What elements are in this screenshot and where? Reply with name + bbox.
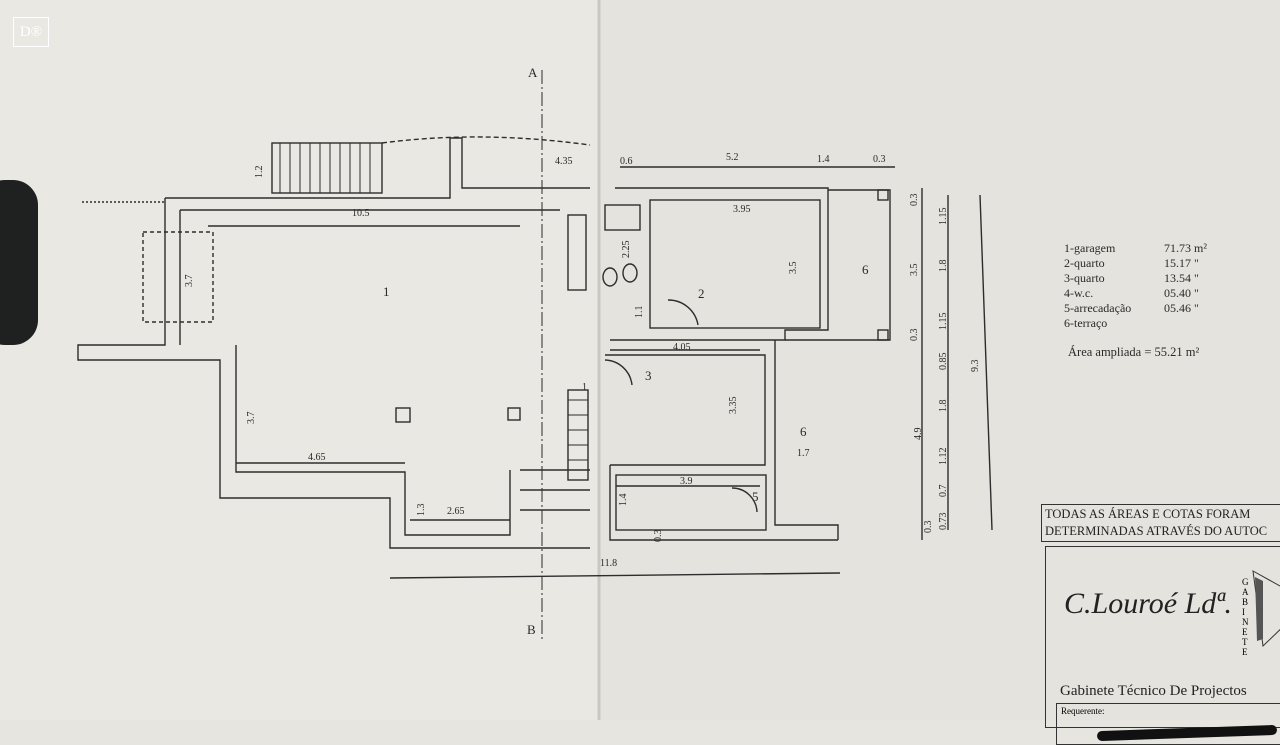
room-number: 6 [800, 424, 807, 439]
dim-label: 1.12 [938, 448, 949, 466]
dim-label: 10.5 [352, 208, 370, 219]
legend-area [1164, 316, 1224, 331]
dim-label: 1.4 [618, 494, 629, 507]
dim-label: 3.35 [728, 397, 739, 415]
legend-name: 6-terraço [1064, 316, 1108, 330]
dim-label: 0.85 [938, 353, 949, 371]
dim-label: 9.3 [970, 360, 981, 373]
dim-label: 3.95 [733, 204, 751, 215]
dim-label: 3.7 [246, 412, 257, 425]
company-name: C.Louroé Ldª. [1064, 587, 1233, 620]
dim-label: 2.25 [621, 241, 632, 259]
stamp-emblem [1252, 570, 1280, 648]
dim-label: 3.5 [788, 262, 799, 275]
room-number: 2 [698, 286, 705, 301]
area-legend: 1-garagem 71.73 m² 2-quarto 15.17 " 3-quar… [1064, 241, 1224, 360]
office-name: Gabinete Técnico De Projectos [1060, 683, 1247, 699]
note-line: TODAS AS ÁREAS E COTAS FORAM [1045, 507, 1251, 521]
dim-label: 0.6 [620, 156, 633, 167]
dim-label: 1.1 [634, 306, 645, 319]
legend-row: 4-w.c. 05.40 " [1064, 286, 1224, 301]
company-stamp: GABINETE [1242, 577, 1249, 657]
legend-name: 4-w.c. [1064, 286, 1094, 300]
dim-label: 1.3 [416, 504, 427, 517]
title-block: C.Louroé Ldª. GABINETE Gabinete Técnico … [1045, 546, 1280, 745]
legend-row: 3-quarto 13.54 " [1064, 271, 1224, 286]
right-page [600, 0, 1280, 720]
requester-label: Requerente: [1061, 706, 1105, 716]
dim-label: 3.7 [184, 275, 195, 288]
dim-label: 0.3 [873, 154, 886, 165]
dim-label: 4.35 [555, 156, 573, 167]
legend-name: 1-garagem [1064, 241, 1116, 255]
dim-label: 4.65 [308, 452, 326, 463]
dim-label: 1.8 [938, 260, 949, 273]
dim-label: 5.2 [726, 152, 739, 163]
dark-object [0, 180, 38, 345]
room-number: 5 [752, 489, 759, 504]
dim-label: 0.3 [909, 329, 920, 342]
legend-row: 2-quarto 15.17 " [1064, 256, 1224, 271]
dim-label: 11.8 [600, 558, 617, 569]
legend-row: 1-garagem 71.73 m² [1064, 241, 1224, 256]
legend-area: 05.46 " [1164, 301, 1199, 315]
watermark-logo: D® [13, 17, 49, 47]
dim-label: 0.3 [653, 530, 664, 543]
dim-label: 4.05 [673, 342, 691, 353]
room-number: 1 [582, 382, 587, 393]
dim-label: 1.15 [938, 313, 949, 331]
legend-name: 2-quarto [1064, 256, 1105, 270]
walls [77, 136, 993, 579]
legend-name: 5-arrecadação [1064, 301, 1132, 315]
floor-plan-drawing: A B 1.2 4.35 0.6 5.2 1.4 0.3 10.5 3.7 2.… [0, 0, 1280, 720]
dim-label: 0.3 [909, 194, 920, 207]
dim-label: 0.3 [923, 521, 934, 534]
dim-label: 1.8 [938, 400, 949, 413]
dim-label: 1.4 [817, 154, 830, 165]
dim-label: 0.7 [938, 485, 949, 498]
room-number: 1 [383, 284, 390, 299]
dim-label: 3.9 [680, 476, 693, 487]
section-marker-a: A [528, 65, 538, 80]
legend-row: 5-arrecadação 05.46 " [1064, 301, 1224, 316]
dim-label: 1.7 [797, 448, 810, 459]
dim-label: 1.15 [938, 208, 949, 226]
dim-label: 4.9 [913, 428, 924, 441]
legend-area: 05.40 " [1164, 286, 1199, 300]
legend-area: 71.73 m² [1164, 241, 1207, 255]
requester-box: Requerente: [1056, 703, 1280, 745]
dim-label: 3.5 [909, 264, 920, 277]
room-number: 3 [645, 368, 652, 383]
dim-label: 1.2 [254, 166, 265, 179]
section-marker-b: B [527, 622, 536, 637]
legend-name: 3-quarto [1064, 271, 1105, 285]
redacted-name [1096, 724, 1278, 742]
total-area: Área ampliada = 55.21 m² [1068, 345, 1200, 359]
legend-area: 15.17 " [1164, 256, 1199, 270]
dimension-labels: 1.2 4.35 0.6 5.2 1.4 0.3 10.5 3.7 2.25 3… [184, 152, 981, 569]
note-box: TODAS AS ÁREAS E COTAS FORAM DETERMINADA… [1041, 504, 1280, 542]
room-numbers: 1 2 3 5 6 6 1 [383, 262, 869, 504]
dim-label: 0.73 [938, 513, 949, 531]
legend-row: 6-terraço [1064, 316, 1224, 331]
room-number: 6 [862, 262, 869, 277]
legend-area: 13.54 " [1164, 271, 1199, 285]
note-line: DETERMINADAS ATRAVÉS DO AUTOC [1045, 524, 1268, 538]
dim-label: 2.65 [447, 506, 465, 517]
